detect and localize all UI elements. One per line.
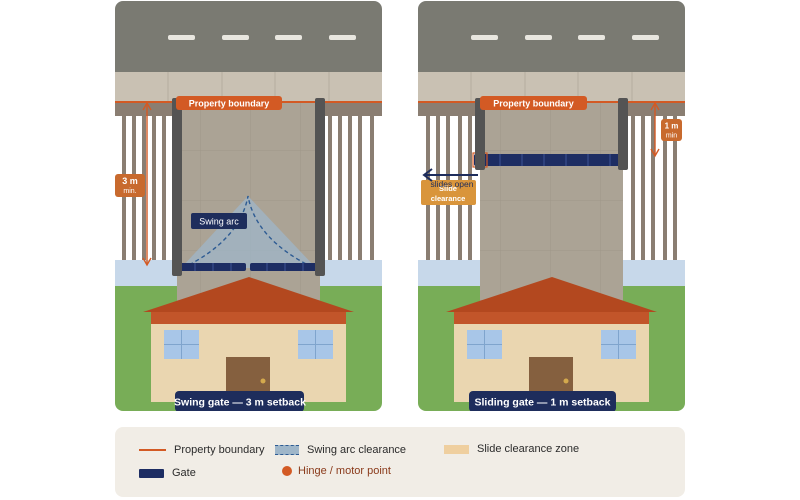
legend-item-gate: Gate (139, 467, 196, 479)
driveway (480, 102, 623, 302)
fence-right (320, 102, 382, 260)
gate-post-right (618, 98, 628, 170)
slide-clearance-label-line1: Slide (439, 184, 457, 193)
swing-arc-line (182, 195, 315, 269)
legend-item-swing-arc: Swing arc clearance (275, 444, 406, 456)
panel-caption-slide: Sliding gate — 1 m setback (475, 397, 611, 409)
property-boundary-label: Property boundary (493, 99, 574, 109)
swing-gate-panel: 3 m min. Property boundary Swing arc Swi… (115, 1, 382, 411)
property-boundary-label: Property boundary (189, 99, 270, 109)
road-markings (471, 35, 659, 40)
setback-dimension-arrow (142, 101, 152, 267)
swing-arc-clearance (181, 196, 316, 268)
property-boundary-swatch (139, 449, 166, 451)
legend-label: Property boundary (174, 444, 265, 456)
sliding-gate-panel: 1 m min Property boundary Slide clearanc… (418, 1, 685, 411)
hinge-point-icon (282, 466, 292, 476)
sliding-gate (474, 154, 621, 166)
legend-item-slide-zone: Slide clearance zone (444, 443, 579, 455)
slides-open-label: slides open (430, 179, 473, 189)
setback-note: min. (123, 188, 136, 195)
slide-clearance-zone (421, 180, 476, 205)
legend: Property boundary Swing arc clearance Sl… (115, 427, 685, 497)
legend-label: Swing arc clearance (307, 444, 407, 456)
setback-badge (661, 119, 682, 141)
swing-arc-swatch (275, 445, 299, 455)
legend-label: Hinge / motor point (298, 465, 391, 477)
gate-swatch (139, 468, 164, 478)
gate-leaf-right (250, 263, 317, 271)
legend-item-property-boundary: Property boundary (139, 444, 265, 456)
gate-post-left (172, 98, 182, 276)
house (143, 277, 354, 402)
gate-post-left (475, 98, 485, 170)
slide-direction-arrow (422, 168, 478, 182)
road-markings (168, 35, 356, 40)
fence-right (623, 102, 685, 260)
legend-item-hinge: Hinge / motor point (282, 465, 391, 477)
swing-arc-label: Swing arc (199, 217, 239, 227)
setback-badge (115, 174, 145, 197)
setback-value: 1 m (665, 122, 679, 131)
slide-clearance-label-line2: clearance (431, 194, 466, 203)
legend-label: Gate (172, 467, 196, 479)
legend-label: Slide clearance zone (477, 443, 580, 455)
setback-note: min (666, 133, 677, 140)
setback-dimension-arrow (650, 101, 660, 158)
gate-post-right (315, 98, 325, 276)
panel-caption-swing: Swing gate — 3 m setback (174, 397, 306, 409)
setback-value: 3 m (122, 176, 138, 186)
slide-zone-swatch (444, 444, 469, 454)
house (446, 277, 657, 402)
